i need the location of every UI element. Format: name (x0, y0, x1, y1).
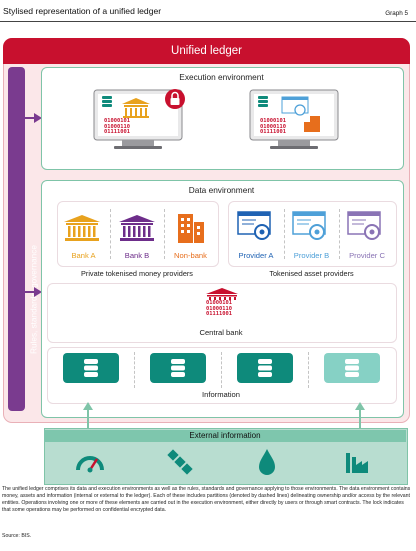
water-drop-icon (259, 449, 275, 475)
bank-building-icon (206, 288, 238, 300)
computer-monitor-icon (93, 89, 183, 149)
gauge-icon (76, 456, 104, 473)
computer-monitor-icon-2 (249, 89, 339, 149)
rules-label: Rules, standards, governance (29, 245, 39, 354)
asset-providers-caption: Tokenised asset providers (269, 269, 354, 278)
partition-line (284, 209, 285, 259)
arrow-to-data (25, 287, 42, 297)
partition-line (164, 209, 165, 259)
database-tile (324, 353, 380, 383)
partition-line (221, 352, 222, 388)
database-icon (171, 359, 185, 377)
document-gear-icon (292, 211, 326, 240)
rules-standards-governance-bar: Rules, standards, governance (8, 67, 39, 411)
private-money-caption: Private tokenised money providers (81, 269, 193, 278)
execution-title: Execution environment (179, 72, 264, 82)
non-bank-label: Non-bank (174, 251, 207, 260)
source-note: Source: BIS. (2, 533, 32, 539)
bank-building-icon (119, 215, 155, 241)
provider-a-label: Provider A (238, 251, 274, 260)
partition-line (308, 352, 309, 388)
graph-number: Graph 5 (385, 10, 408, 17)
factory-icon (346, 453, 368, 473)
office-building-icon (178, 214, 204, 243)
database-tile (237, 353, 293, 383)
document-gear-icon (347, 211, 381, 240)
database-tile (63, 353, 119, 383)
arrow-up-left (83, 402, 93, 430)
graph-title: Stylised representation of a unified led… (3, 6, 162, 16)
database-icon (345, 359, 359, 377)
unified-ledger-banner: Unified ledger (3, 38, 410, 64)
partition-line (134, 352, 135, 388)
external-information-title: External information (44, 430, 406, 442)
header-rule (0, 21, 416, 22)
bank-building-icon (64, 215, 100, 241)
lock-icon (165, 89, 185, 109)
arrow-up-right (355, 402, 365, 430)
information-label: Information (202, 390, 240, 399)
document-gear-icon (237, 211, 271, 240)
database-tile (150, 353, 206, 383)
provider-b-label: Provider B (293, 251, 330, 260)
database-icon (258, 359, 272, 377)
arrow-to-execution (25, 113, 42, 123)
database-icon (84, 359, 98, 377)
data-environment-title: Data environment (188, 185, 255, 195)
provider-c-label: Provider C (349, 251, 385, 260)
satellite-icon (167, 449, 193, 475)
partition-line (339, 209, 340, 259)
bank-a-label: Bank A (71, 251, 96, 260)
partition-line (110, 209, 111, 259)
central-bank-label: Central bank (199, 328, 243, 337)
figure-description: The unified ledger comprises its data an… (2, 486, 411, 514)
bank-b-label: Bank B (124, 251, 150, 260)
